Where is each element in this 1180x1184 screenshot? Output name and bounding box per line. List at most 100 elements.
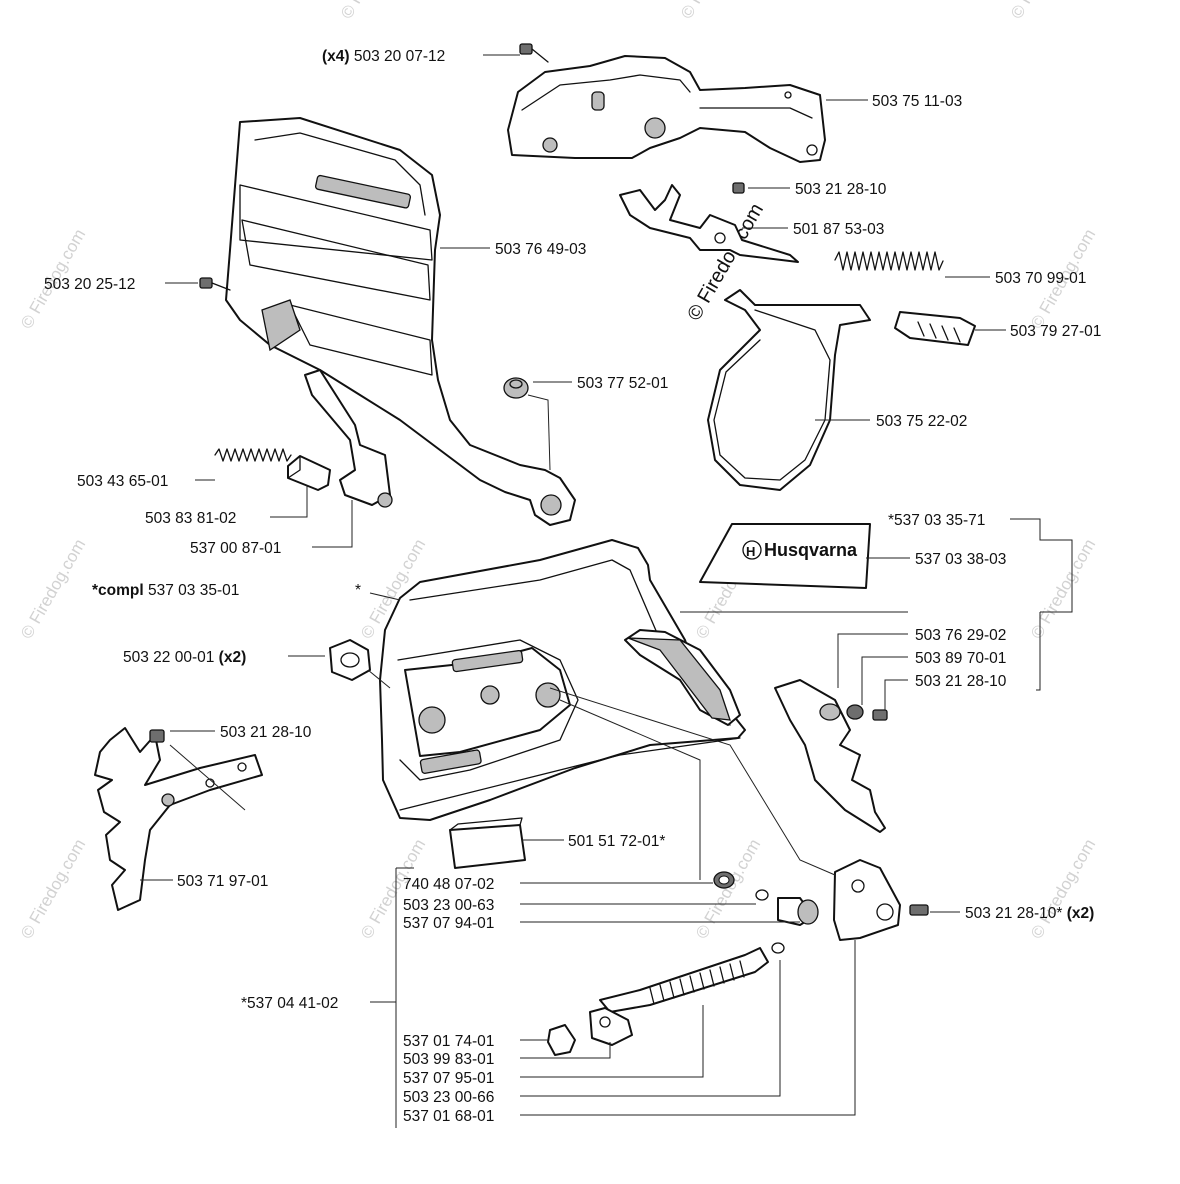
watermark: © Firedog.com <box>1027 536 1099 642</box>
part-number: 503 21 28-10 <box>220 724 312 741</box>
part-number: 503 43 65-01 <box>77 473 168 490</box>
watermark: © Firedog.com <box>1027 836 1099 942</box>
label-qualifier: (x2) <box>219 649 247 666</box>
tensioner-plate-part <box>833 859 929 941</box>
part-label: 537 03 38-03 <box>915 551 1006 568</box>
part-label: 503 20 25-12 <box>44 276 135 293</box>
part-number: 501 51 72-01* <box>568 833 665 850</box>
part-label: 503 21 28-10 <box>795 181 887 198</box>
part-label: 503 99 83-01 <box>403 1051 494 1068</box>
part-number: 537 01 68-01 <box>403 1108 494 1125</box>
brake-bracket-part <box>894 311 976 346</box>
label-qualifier: *compl <box>92 582 144 599</box>
brake-cover-part <box>507 55 826 163</box>
part-label: 503 75 11-03 <box>872 93 962 110</box>
part-number: 503 70 99-01 <box>995 270 1086 287</box>
part-label: 503 83 81-02 <box>145 510 236 527</box>
part-label: 503 22 00-01 (x2) <box>123 649 246 666</box>
part-number: 503 79 27-01 <box>1010 323 1101 340</box>
part-number: 537 07 94-01 <box>403 915 494 932</box>
part-label: 503 76 29-02 <box>915 627 1006 644</box>
part-number: 740 48 07-02 <box>403 876 494 893</box>
part-label: 503 43 65-01 <box>77 473 168 490</box>
part-number: 503 75 22-02 <box>876 413 967 430</box>
husqvarna-logo-letter: H <box>746 544 755 559</box>
adjuster-screw-part <box>599 942 785 1013</box>
part-label: 503 71 97-01 <box>177 873 268 890</box>
watermark: © Firedog.com <box>677 0 749 22</box>
part-label: * <box>355 582 361 599</box>
part-number: 503 20 25-12 <box>44 276 135 293</box>
clutch-cover-part <box>379 539 746 821</box>
part-number: 537 03 35-01 <box>148 582 239 599</box>
part-number: 537 00 87-01 <box>190 540 281 557</box>
part-label: 537 01 74-01 <box>403 1033 494 1050</box>
part-label: 501 51 72-01* <box>568 833 665 850</box>
nut-part <box>329 639 371 681</box>
washer-part <box>713 871 735 889</box>
part-number: 503 20 07-12 <box>354 48 445 65</box>
watermark: © Firedog.com <box>1007 0 1079 22</box>
part-label: *compl 537 03 35-01 <box>92 582 239 599</box>
part-number: 537 03 38-03 <box>915 551 1006 568</box>
part-label: 537 01 68-01 <box>403 1108 494 1125</box>
part-number: 503 23 00-66 <box>403 1089 494 1106</box>
part-label: 503 23 00-63 <box>403 897 494 914</box>
o-ring-part <box>755 889 769 901</box>
guide-block-part <box>449 817 526 869</box>
label-qualifier: (x2) <box>1067 905 1095 922</box>
part-label: 503 21 28-10* (x2) <box>965 905 1094 922</box>
part-label: 740 48 07-02 <box>403 876 494 893</box>
part-label: (x4) 503 20 07-12 <box>322 48 445 65</box>
spring-part <box>834 251 944 271</box>
part-number: 503 21 28-10* <box>965 905 1062 922</box>
part-number: *537 03 35-71 <box>888 512 985 529</box>
part-number: 503 21 28-10 <box>795 181 887 198</box>
part-number: 503 21 28-10 <box>915 673 1007 690</box>
label-qualifier: (x4) <box>322 48 350 65</box>
husqvarna-decal: H Husqvarna <box>699 523 871 589</box>
brake-trigger-part <box>619 182 799 263</box>
part-number: *537 04 41-02 <box>241 995 338 1012</box>
part-number: 503 76 49-03 <box>495 241 586 258</box>
part-number: 503 83 81-02 <box>145 510 236 527</box>
part-number: 537 07 95-01 <box>403 1070 494 1087</box>
part-label: 503 21 28-10 <box>915 673 1007 690</box>
brake-band-part <box>707 289 871 491</box>
part-number: 503 77 52-01 <box>577 375 668 392</box>
part-number: 503 99 83-01 <box>403 1051 494 1068</box>
part-number: 537 01 74-01 <box>403 1033 494 1050</box>
part-label: 503 23 00-66 <box>403 1089 494 1106</box>
part-number: 503 71 97-01 <box>177 873 268 890</box>
watermark: © Firedog.com <box>17 836 89 942</box>
watermark: © Firedog.com <box>692 836 764 942</box>
part-number: 503 23 00-63 <box>403 897 494 914</box>
part-label: *537 04 41-02 <box>241 995 338 1012</box>
part-number: 503 22 00-01 <box>123 649 214 666</box>
tensioner-bracket-part <box>774 679 888 833</box>
brake-lever-part <box>304 369 393 508</box>
adjuster-nut-part <box>547 1007 633 1056</box>
chain-guard-frame-part <box>225 117 576 526</box>
part-label: 537 00 87-01 <box>190 540 281 557</box>
screw-part <box>519 43 549 63</box>
gear-part <box>777 897 819 926</box>
part-number: 503 75 11-03 <box>872 93 962 110</box>
part-labels: (x4) 503 20 07-12 503 75 11-03 503 21 28… <box>44 48 1101 1125</box>
part-label: 503 79 27-01 <box>1010 323 1101 340</box>
screw-part <box>199 277 231 291</box>
part-label: 537 07 95-01 <box>403 1070 494 1087</box>
part-number: 501 87 53-03 <box>793 221 884 238</box>
leader-lines <box>140 54 1073 1128</box>
watermark: © Firedog.com <box>17 536 89 642</box>
part-number: 503 76 29-02 <box>915 627 1006 644</box>
part-label: 503 75 22-02 <box>876 413 967 430</box>
part-number: * <box>355 582 361 599</box>
husqvarna-logo-text: Husqvarna <box>764 540 858 560</box>
spring-part <box>214 448 292 462</box>
part-label: 503 21 28-10 <box>220 724 312 741</box>
part-label: *537 03 35-71 <box>888 512 985 529</box>
part-label: 537 07 94-01 <box>403 915 494 932</box>
part-label: 503 77 52-01 <box>577 375 668 392</box>
